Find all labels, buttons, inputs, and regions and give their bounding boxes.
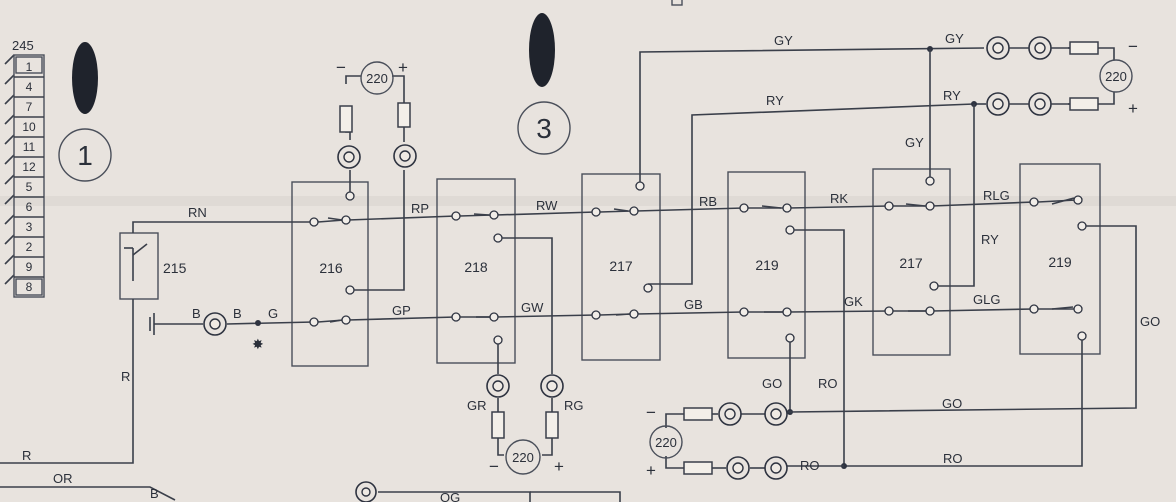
gauge-plus: + — [646, 461, 656, 480]
gauge-plus: + — [398, 58, 408, 77]
lower-wire-row — [0, 299, 1076, 464]
wire-label: RG — [564, 398, 584, 413]
wire-label: RO — [943, 451, 963, 466]
pin-label: 4 — [26, 80, 33, 94]
battery-terminal: B B G ✸ — [192, 306, 278, 352]
pin-label: 2 — [26, 240, 33, 254]
wire-label: GB — [684, 297, 703, 312]
component-label-219: 219 — [1048, 254, 1072, 270]
wire-label: RY — [766, 93, 784, 108]
wire-label: GP — [392, 303, 411, 318]
marker-oval-3 — [529, 13, 555, 87]
pin-label: 3 — [26, 220, 33, 234]
connector-strip-245: 245 1 4 7 10 11 12 5 6 3 2 9 8 — [4, 38, 45, 298]
wire-label: RB — [699, 194, 717, 209]
gauge-value: 220 — [655, 435, 677, 450]
wire-label: B — [192, 306, 201, 321]
marker-circle-1 — [58, 128, 112, 182]
wire-label: RO — [800, 458, 820, 473]
component-label-217: 217 — [899, 255, 923, 271]
wire-label: B — [150, 486, 159, 501]
component-box-219b — [1019, 163, 1101, 355]
wire-label: G — [268, 306, 278, 321]
wire-label: RY — [981, 232, 999, 247]
wire-label: GY — [945, 31, 964, 46]
gauge-circuit-top-left: 220 − + — [336, 58, 417, 291]
component-box-219a — [727, 171, 806, 359]
pin-label: 8 — [26, 280, 33, 294]
component-label-217: 217 — [609, 258, 633, 274]
gauge-minus: − — [1128, 37, 1138, 56]
wire-label: RN — [188, 205, 207, 220]
fuse-star-symbol: ✸ — [252, 336, 264, 352]
gauge-value: 220 — [1105, 69, 1127, 84]
marker-oval-1 — [72, 42, 98, 114]
component-box-216 — [291, 181, 369, 367]
marker-number-3: 3 — [536, 113, 552, 144]
wire-label: GK — [844, 294, 863, 309]
pin-label: 6 — [26, 200, 33, 214]
wire-label: RP — [411, 201, 429, 216]
component-label-219: 219 — [755, 257, 779, 273]
marker-circle-3 — [517, 101, 571, 155]
connector-header: 245 — [12, 38, 34, 53]
wire-label: GY — [905, 135, 924, 150]
wire-label: GR — [467, 398, 487, 413]
switch-terminals — [309, 176, 1087, 345]
top-tab-mark — [671, 0, 683, 6]
pin-label: 7 — [26, 100, 33, 114]
component-label-215: 215 — [163, 260, 187, 276]
wire-label: OG — [440, 490, 460, 502]
wire-label: RLG — [983, 188, 1010, 203]
connector-hatching — [4, 54, 15, 285]
wire-label: R — [121, 369, 130, 384]
wire-label: B — [233, 306, 242, 321]
switch-215: 215 — [119, 232, 187, 300]
pin-label: 9 — [26, 260, 33, 274]
gauge-plus: + — [1128, 99, 1138, 118]
gauge-minus: − — [489, 457, 499, 476]
component-box-217a — [581, 173, 661, 361]
pin-label: 11 — [23, 140, 36, 154]
wire-label: GW — [521, 300, 544, 315]
component-box-217b — [872, 168, 951, 356]
pin-label: 5 — [26, 180, 33, 194]
wire-label: GO — [1140, 314, 1160, 329]
component-label-218: 218 — [464, 259, 488, 275]
wire-label: GO — [762, 376, 782, 391]
lower-routing-go-ro: 220 − + — [646, 225, 1137, 480]
gauge-minus: − — [646, 403, 656, 422]
component-label-216: 216 — [319, 260, 343, 276]
wire-label: R — [22, 448, 31, 463]
paper-fold-shadow — [0, 196, 1176, 206]
pin-label: 1 — [26, 60, 33, 74]
wire-label: RY — [943, 88, 961, 103]
component-box-218 — [436, 178, 516, 364]
pin-label: 12 — [22, 160, 36, 174]
gauge-minus: − — [336, 58, 346, 77]
wire-labels: RN RP RW RB RK RLG GP GW GB GK GLG GY GY… — [22, 31, 1160, 502]
upper-routing-gy-ry: 220 − + — [639, 36, 1138, 287]
wire-label: OR — [53, 471, 73, 486]
wire-label: RO — [818, 376, 838, 391]
wire-label: GO — [942, 396, 962, 411]
bottom-partial-wiring — [0, 481, 621, 502]
wire-label: RW — [536, 198, 558, 213]
gauge-plus: + — [554, 457, 564, 476]
wire-label: RK — [830, 191, 848, 206]
gauge-value: 220 — [366, 71, 388, 86]
marker-number-1: 1 — [77, 140, 93, 171]
gauge-value: 220 — [512, 450, 534, 465]
upper-wire-row — [132, 197, 1077, 233]
pin-label: 10 — [22, 120, 36, 134]
wire-label: GLG — [973, 292, 1000, 307]
wire-label: GY — [774, 33, 793, 48]
gauge-circuit-bottom-center: 220 − + — [486, 237, 564, 476]
